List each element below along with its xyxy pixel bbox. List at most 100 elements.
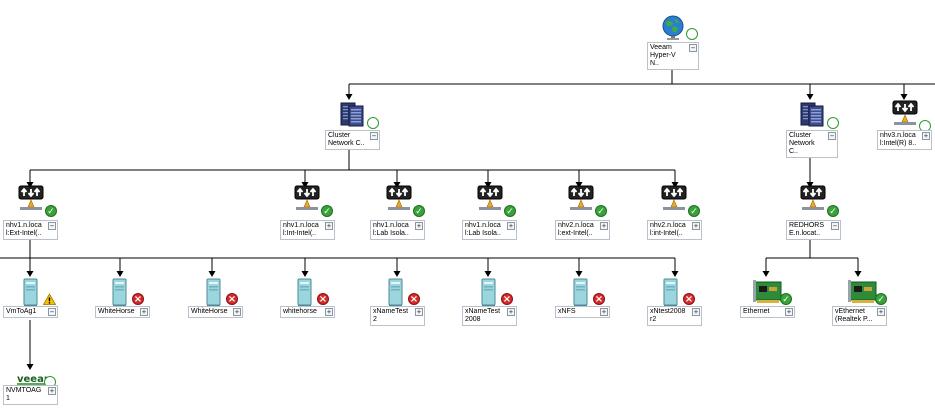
- network-switch-icon: [661, 185, 687, 216]
- expand-toggle[interactable]: +: [140, 308, 148, 316]
- node-label-text: NVMTOAG 1: [6, 387, 42, 402]
- node-label-text: WhiteHorse: [191, 308, 228, 315]
- virtual-machine-icon: [387, 278, 405, 313]
- node-label-text: xNameTest 2008: [465, 308, 501, 323]
- network-switch-icon: [892, 100, 918, 131]
- expand-toggle[interactable]: +: [692, 308, 700, 316]
- arrow-head: [575, 271, 583, 277]
- virtual-machine-icon: [662, 278, 680, 313]
- node-label[interactable]: WhiteHorse +: [95, 306, 150, 318]
- collapse-toggle[interactable]: −: [828, 132, 836, 140]
- node-label-text: nhv1.n.loca l:Lab Isola..: [465, 222, 501, 237]
- node-label-text: Ethernet: [743, 308, 770, 315]
- status-ok-icon: ✓: [504, 205, 516, 217]
- server-cluster-icon: [338, 100, 366, 133]
- expand-toggle[interactable]: +: [600, 308, 608, 316]
- status-warning-icon: !: [42, 293, 57, 306]
- status-error-icon: ×: [501, 293, 513, 305]
- arrow-head: [854, 271, 862, 277]
- node-label-text: nhv1.n.loca l:Int-Intel(..: [283, 222, 319, 237]
- node-label[interactable]: nhv2.n.loca l:ext-Intel(.. +: [555, 220, 610, 240]
- network-switch-icon: [18, 185, 44, 216]
- arrow-head: [806, 182, 814, 188]
- node-label[interactable]: xNameTest 2008 +: [462, 306, 517, 326]
- status-error-icon: ×: [317, 293, 329, 305]
- svg-text:veeam: veeam: [17, 374, 52, 385]
- expand-toggle[interactable]: +: [48, 387, 56, 395]
- collapse-toggle[interactable]: −: [689, 44, 697, 52]
- expand-toggle[interactable]: +: [325, 222, 333, 230]
- node-label[interactable]: Cluster Network C..−: [325, 130, 380, 150]
- arrow-head: [26, 271, 34, 277]
- expand-toggle[interactable]: +: [325, 308, 333, 316]
- node-label[interactable]: WhiteHorse +: [188, 306, 243, 318]
- expand-toggle[interactable]: +: [507, 222, 515, 230]
- node-label[interactable]: Ethernet +: [740, 306, 795, 318]
- node-label[interactable]: VmToAg1−: [3, 306, 58, 318]
- collapse-toggle[interactable]: −: [48, 222, 56, 230]
- status-ok-icon: ✓: [688, 205, 700, 217]
- arrow-head: [484, 271, 492, 277]
- node-label[interactable]: Veeam Hyper-V N..−: [647, 42, 699, 70]
- arrow-head: [671, 271, 679, 277]
- expand-toggle[interactable]: +: [233, 308, 241, 316]
- expand-toggle[interactable]: +: [785, 308, 793, 316]
- svg-text:!: !: [48, 297, 52, 306]
- arrow-head: [26, 364, 34, 370]
- node-label-text: nhv3.n.loca l:Intel(R) 8..: [880, 132, 917, 147]
- node-label-text: vEthernet (Realtek P...: [835, 308, 873, 323]
- expand-toggle[interactable]: +: [877, 308, 885, 316]
- node-label[interactable]: xNameTest 2+: [370, 306, 425, 326]
- status-ok-icon: [686, 28, 698, 40]
- network-switch-icon: [800, 185, 826, 216]
- network-switch-icon: [477, 185, 503, 216]
- node-label[interactable]: nhv1.n.loca l:Ext-Intel(..−: [3, 220, 58, 240]
- status-error-icon: ×: [226, 293, 238, 305]
- node-label-text: xNFS: [558, 308, 576, 315]
- node-label-text: nhv1.n.loca l:Ext-Intel(..: [6, 222, 42, 237]
- network-switch-icon: [294, 185, 320, 216]
- expand-toggle[interactable]: +: [922, 132, 930, 140]
- arrow-head: [393, 271, 401, 277]
- expand-toggle[interactable]: +: [692, 222, 700, 230]
- node-label[interactable]: nhv3.n.loca l:Intel(R) 8.. +: [877, 130, 932, 150]
- node-label[interactable]: REDHORS E.n.locat..−: [786, 220, 841, 240]
- status-error-icon: ×: [132, 293, 144, 305]
- expand-toggle[interactable]: +: [507, 308, 515, 316]
- node-label[interactable]: nhv1.n.loca l:Lab Isola..+: [370, 220, 425, 240]
- arrow-head: [208, 271, 216, 277]
- globe-icon: [660, 15, 686, 46]
- expand-toggle[interactable]: +: [415, 308, 423, 316]
- node-label[interactable]: nhv1.n.loca l:Lab Isola.. +: [462, 220, 517, 240]
- node-label-text: nhv2.n.loca l:int-Intel(..: [650, 222, 686, 237]
- node-label[interactable]: nhv2.n.loca l:int-Intel(.. +: [647, 220, 702, 240]
- arrow-head: [484, 182, 492, 188]
- node-label-text: WhiteHorse: [98, 308, 135, 315]
- status-ok-icon: ✓: [875, 293, 887, 305]
- collapse-toggle[interactable]: −: [831, 222, 839, 230]
- node-label-text: xNtest2008 r2: [650, 308, 686, 323]
- node-label[interactable]: Cluster Network C.. −: [786, 130, 838, 158]
- node-label[interactable]: NVMTOAG 1 +: [3, 385, 58, 405]
- veeam-logo-icon: veeam: [16, 370, 54, 391]
- expand-toggle[interactable]: +: [415, 222, 423, 230]
- node-label[interactable]: xNtest2008 r2 +: [647, 306, 702, 326]
- arrow-head: [762, 271, 770, 277]
- expand-toggle[interactable]: +: [600, 222, 608, 230]
- node-label-text: Cluster Network C..: [789, 132, 815, 155]
- collapse-toggle[interactable]: −: [370, 132, 378, 140]
- node-label[interactable]: xNFS +: [555, 306, 610, 318]
- server-cluster-icon: [798, 100, 826, 133]
- status-ok-icon: [367, 117, 379, 129]
- collapse-toggle[interactable]: −: [48, 308, 56, 316]
- arrow-head: [345, 94, 353, 100]
- node-label[interactable]: nhv1.n.loca l:Int-Intel(.. +: [280, 220, 335, 240]
- arrow-head: [26, 182, 34, 188]
- arrow-head: [301, 182, 309, 188]
- node-label-text: nhv2.n.loca l:ext-Intel(..: [558, 222, 594, 237]
- node-label[interactable]: vEthernet (Realtek P... +: [832, 306, 887, 326]
- node-label-text: REDHORS E.n.locat..: [789, 222, 825, 237]
- node-label[interactable]: whitehorse+: [280, 306, 335, 318]
